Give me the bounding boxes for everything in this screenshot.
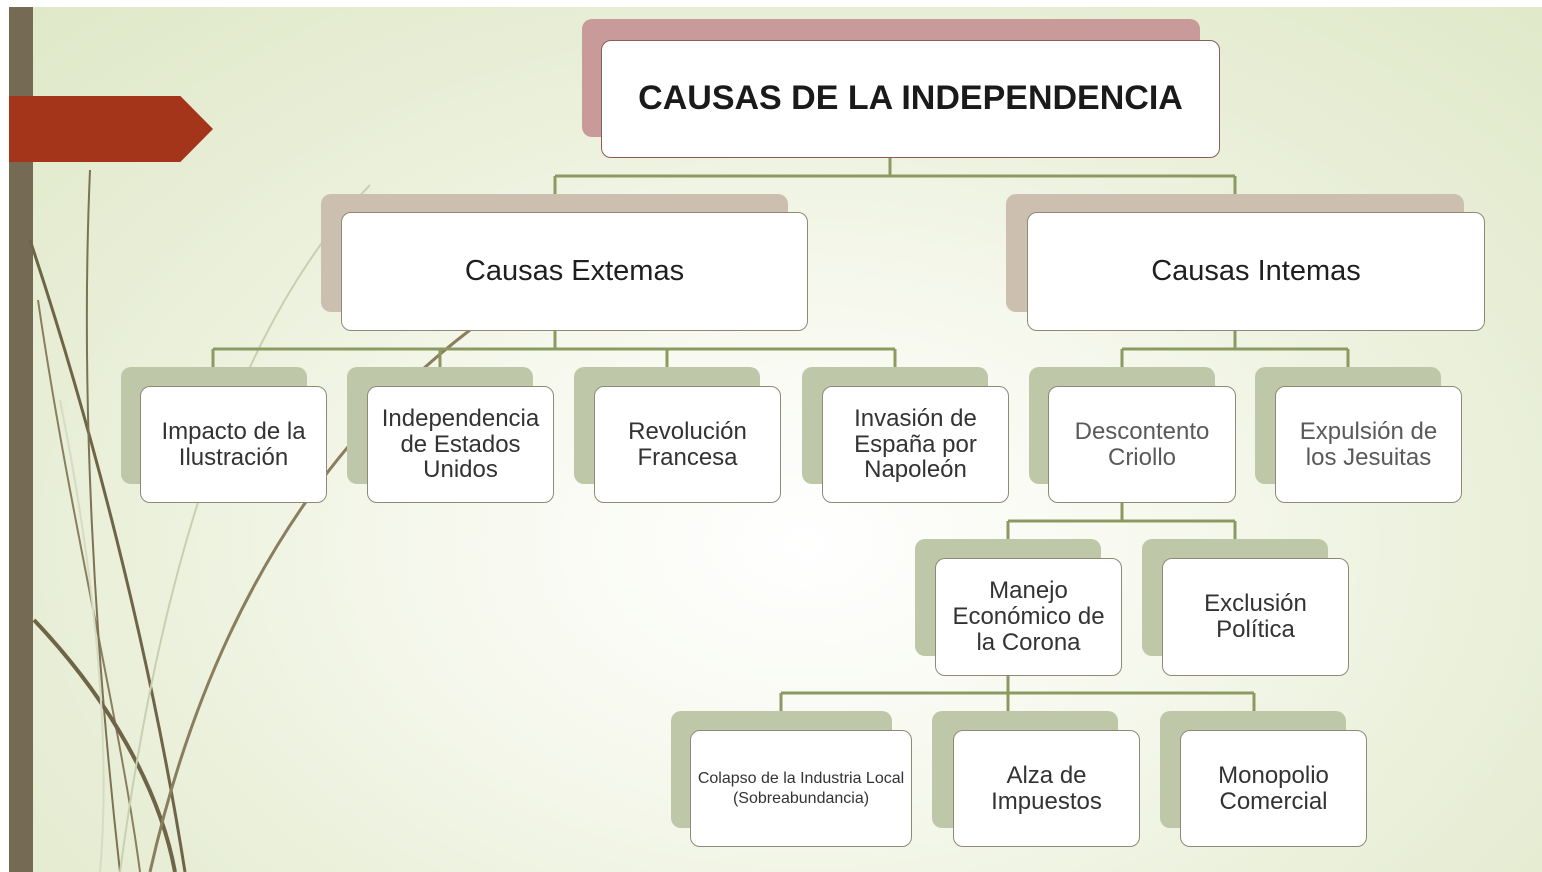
internal-item-label: Expulsión de los Jesuitas (1275, 386, 1462, 503)
internal-causes-label: Causas Intemas (1027, 212, 1485, 331)
external-item-label: Revolución Francesa (594, 386, 781, 503)
criollo-item-label: Exclusión Política (1162, 558, 1349, 676)
external-item-label: Independencia de Estados Unidos (367, 386, 554, 503)
economic-item-label: Alza de Impuestos (953, 730, 1140, 847)
external-causes-label: Causas Extemas (341, 212, 808, 331)
root-title: CAUSAS DE LA INDEPENDENCIA (601, 40, 1220, 158)
economic-item-label: Monopolio Comercial (1180, 730, 1367, 847)
external-item-label: Invasión de España por Napoleón (822, 386, 1009, 503)
criollo-item-label: Manejo Económico de la Corona (935, 558, 1122, 676)
economic-item-label: Colapso de la Industria Local (Sobreabun… (690, 730, 912, 847)
external-item-label: Impacto de la Ilustración (140, 386, 327, 503)
internal-item-label: Descontento Criollo (1048, 386, 1236, 503)
title-arrow-flag (9, 96, 213, 162)
